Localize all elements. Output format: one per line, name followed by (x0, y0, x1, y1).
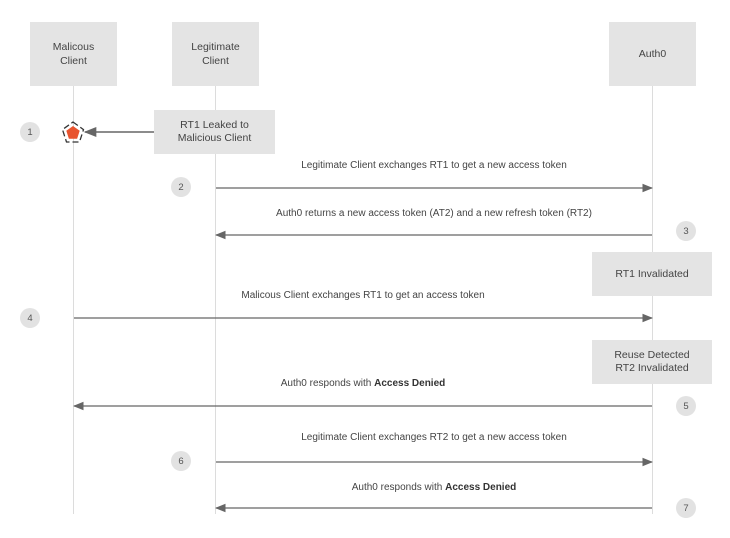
participant-legitimate-client: Legitimate Client (172, 22, 259, 86)
step-1: 1 (20, 122, 40, 142)
message-step-2: Legitimate Client exchanges RT1 to get a… (301, 160, 567, 171)
message-step-7: Auth0 responds with Access Denied (351, 482, 517, 493)
lifeline-legitimate-client (215, 86, 216, 514)
participant-auth0: Auth0 (609, 22, 696, 86)
lifeline-auth0 (652, 86, 653, 514)
note-rt1-invalidated: RT1 Invalidated (592, 252, 712, 296)
lifeline-malicious-client (73, 86, 74, 514)
message-step-3: Auth0 returns a new access token (AT2) a… (276, 208, 592, 219)
message-step-4: Malicous Client exchanges RT1 to get an … (241, 290, 485, 301)
participant-label: Legitimate Client (191, 41, 240, 67)
step-7: 7 (676, 498, 696, 518)
participant-label: Malicous Client (52, 41, 95, 67)
message-step-5: Auth0 responds with Access Denied (280, 378, 446, 389)
participant-label: Auth0 (638, 48, 667, 60)
message-step-6: Legitimate Client exchanges RT2 to get a… (301, 432, 567, 443)
note-reuse-detected: Reuse Detected RT2 Invalidated (592, 340, 712, 384)
step-2: 2 (171, 177, 191, 197)
participant-malicious-client: Malicous Client (30, 22, 117, 86)
step-6: 6 (171, 451, 191, 471)
step-4: 4 (20, 308, 40, 328)
note-rt1-leaked: RT1 Leaked to Malicious Client (154, 110, 275, 154)
step-3: 3 (676, 221, 696, 241)
step-5: 5 (676, 396, 696, 416)
pentagon-alert-icon (61, 121, 85, 143)
